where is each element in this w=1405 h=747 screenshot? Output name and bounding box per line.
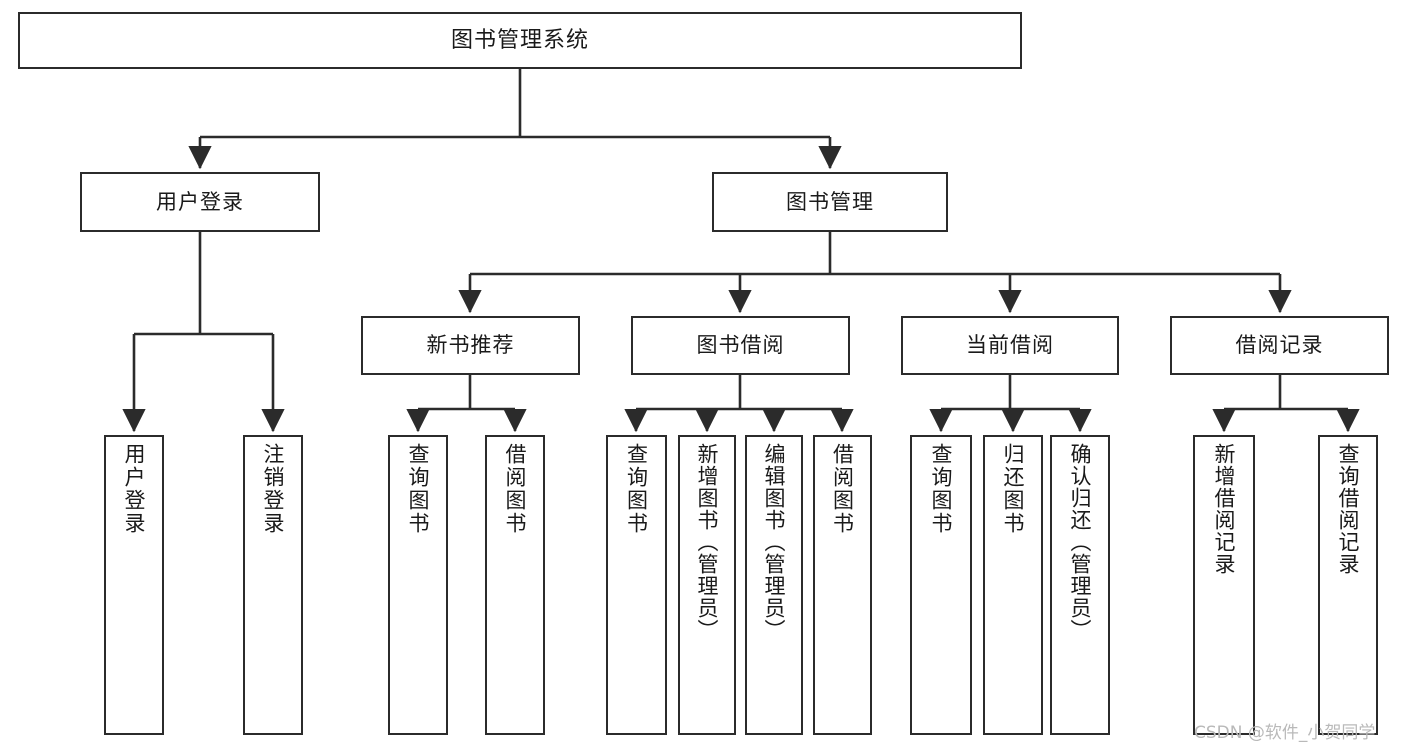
node-leaf-user-login-label: 用户登录	[122, 443, 147, 535]
node-leaf-user-login[interactable]: 用户登录	[104, 435, 164, 735]
node-new-book-recommend[interactable]: 新书推荐	[361, 316, 580, 375]
csdn-watermark-text: CSDN @软件_小贺同学	[1194, 723, 1376, 743]
node-leaf-add-book-label: 新增图书（管理员）	[695, 443, 720, 641]
node-user-login-label: 用户登录	[156, 189, 244, 214]
node-book-borrow-label: 图书借阅	[696, 333, 785, 358]
node-book-manage-label: 图书管理	[786, 189, 874, 214]
node-leaf-return-book[interactable]: 归还图书	[983, 435, 1043, 735]
node-leaf-borrow-book-1[interactable]: 借阅图书	[485, 435, 545, 735]
node-current-borrow[interactable]: 当前借阅	[901, 316, 1119, 375]
node-user-login[interactable]: 用户登录	[80, 172, 320, 232]
node-leaf-add-book[interactable]: 新增图书（管理员）	[678, 435, 736, 735]
node-current-borrow-label: 当前借阅	[966, 333, 1054, 358]
node-leaf-borrow-book-2-label: 借阅图书	[830, 443, 855, 535]
node-leaf-borrow-book-2[interactable]: 借阅图书	[813, 435, 872, 735]
node-root-label: 图书管理系统	[450, 27, 589, 53]
node-leaf-query-book-1[interactable]: 查询图书	[388, 435, 448, 735]
node-leaf-confirm-return-label: 确认归还（管理员）	[1068, 443, 1093, 641]
node-leaf-logout-label: 注销登录	[261, 443, 286, 535]
node-leaf-query-book-3-label: 查询图书	[929, 443, 954, 535]
node-leaf-confirm-return[interactable]: 确认归还（管理员）	[1050, 435, 1110, 735]
node-borrow-record-label: 借阅记录	[1235, 333, 1324, 358]
node-leaf-return-book-label: 归还图书	[1001, 443, 1026, 535]
node-leaf-logout[interactable]: 注销登录	[243, 435, 303, 735]
node-leaf-add-record[interactable]: 新增借阅记录	[1193, 435, 1255, 735]
node-leaf-query-book-1-label: 查询图书	[406, 443, 431, 535]
node-leaf-edit-book-label: 编辑图书（管理员）	[762, 443, 787, 641]
node-leaf-query-book-2[interactable]: 查询图书	[606, 435, 667, 735]
node-leaf-query-book-2-label: 查询图书	[624, 443, 649, 535]
node-leaf-edit-book[interactable]: 编辑图书（管理员）	[745, 435, 803, 735]
node-borrow-record[interactable]: 借阅记录	[1170, 316, 1389, 375]
node-leaf-borrow-book-1-label: 借阅图书	[503, 443, 528, 535]
node-leaf-query-record[interactable]: 查询借阅记录	[1318, 435, 1378, 735]
node-leaf-query-record-label: 查询借阅记录	[1336, 443, 1361, 575]
csdn-watermark: CSDN @软件_小贺同学	[1194, 718, 1375, 743]
node-leaf-query-book-3[interactable]: 查询图书	[910, 435, 972, 735]
node-root[interactable]: 图书管理系统	[18, 12, 1022, 69]
node-leaf-add-record-label: 新增借阅记录	[1212, 443, 1237, 575]
node-book-manage[interactable]: 图书管理	[712, 172, 948, 232]
node-book-borrow[interactable]: 图书借阅	[631, 316, 850, 375]
node-new-book-recommend-label: 新书推荐	[426, 333, 515, 358]
